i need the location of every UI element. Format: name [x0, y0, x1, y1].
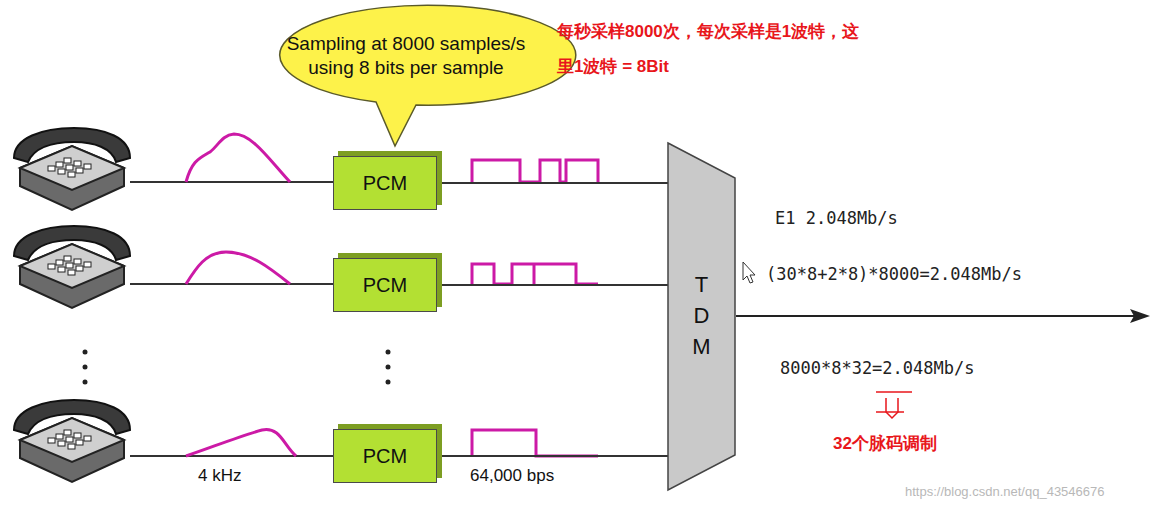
formula-label: (30*8+2*8)*8000=2.048Mb/s [766, 264, 1022, 284]
digital-wave [472, 160, 598, 456]
node-text: Sampling at 8000 samples/s using 8 bits … [284, 32, 528, 80]
pcm-box: PCM [333, 258, 437, 312]
annotation-note: 每秒采样8000次，每次采样是1波特，这 [557, 20, 859, 43]
output-arrow [736, 309, 1150, 323]
red-mark [876, 392, 912, 418]
tdm-multiplexer: T D M [668, 143, 735, 490]
pcm-box: PCM [333, 429, 437, 483]
node-text: PCM [363, 172, 407, 195]
annotation-note: 32个脉码调制 [833, 432, 937, 455]
speech-bubble: Sampling at 8000 samples/s using 8 bits … [258, 6, 554, 106]
ellipsis-dots [83, 350, 391, 385]
connector-line [442, 183, 668, 184]
annotation-note: 里1波特 = 8Bit [557, 55, 669, 78]
node-text: PCM [363, 274, 407, 297]
node-text: T D M [691, 270, 713, 362]
bandwidth-label: 4 kHz [198, 466, 241, 486]
bitrate-label: 64,000 bps [470, 466, 554, 486]
watermark: https://blog.csdn.net/qq_43546676 [905, 484, 1105, 499]
bubble-outline [258, 6, 554, 106]
line-wire [130, 182, 334, 456]
rate-label: E1 2.048Mb/s [775, 208, 898, 228]
analog-wave [186, 134, 296, 456]
formula-label: 8000*8*32=2.048Mb/s [780, 358, 974, 378]
mouse-cursor [743, 262, 755, 283]
telephone-icon [14, 128, 130, 482]
connector-line [442, 285, 668, 286]
pcm-box: PCM [333, 156, 437, 210]
connector-line [442, 456, 668, 457]
node-text: PCM [363, 445, 407, 468]
